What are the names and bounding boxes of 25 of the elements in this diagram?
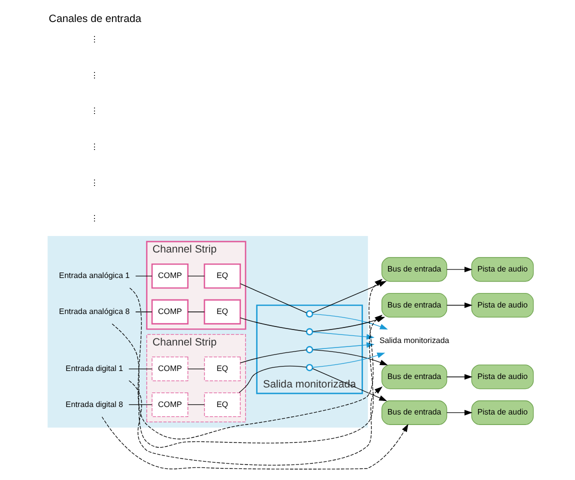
- arrow: [446, 374, 472, 380]
- arrow: [312, 332, 374, 340]
- connector: [239, 350, 306, 364]
- connector: [128, 368, 152, 370]
- arrow: [446, 302, 472, 308]
- diagram-title: Canales de entrada: [48, 12, 141, 25]
- arrow: [446, 410, 472, 416]
- arrow: [111, 314, 382, 448]
- connector: [187, 368, 204, 370]
- arrow: [312, 352, 385, 368]
- node-circle: [305, 364, 313, 372]
- node-circle: [305, 328, 313, 336]
- arrow: [312, 314, 388, 330]
- connector: [240, 283, 306, 314]
- arrow: [128, 380, 382, 466]
- connector: [128, 404, 152, 406]
- connector: [239, 317, 306, 332]
- arrow: [312, 350, 388, 366]
- connector: [238, 366, 306, 393]
- connector: [187, 404, 204, 406]
- arrow: [446, 266, 472, 272]
- node-circle: [305, 310, 313, 318]
- arrow: [101, 416, 408, 470]
- arrow: [128, 278, 382, 440]
- node-circle: [305, 346, 313, 354]
